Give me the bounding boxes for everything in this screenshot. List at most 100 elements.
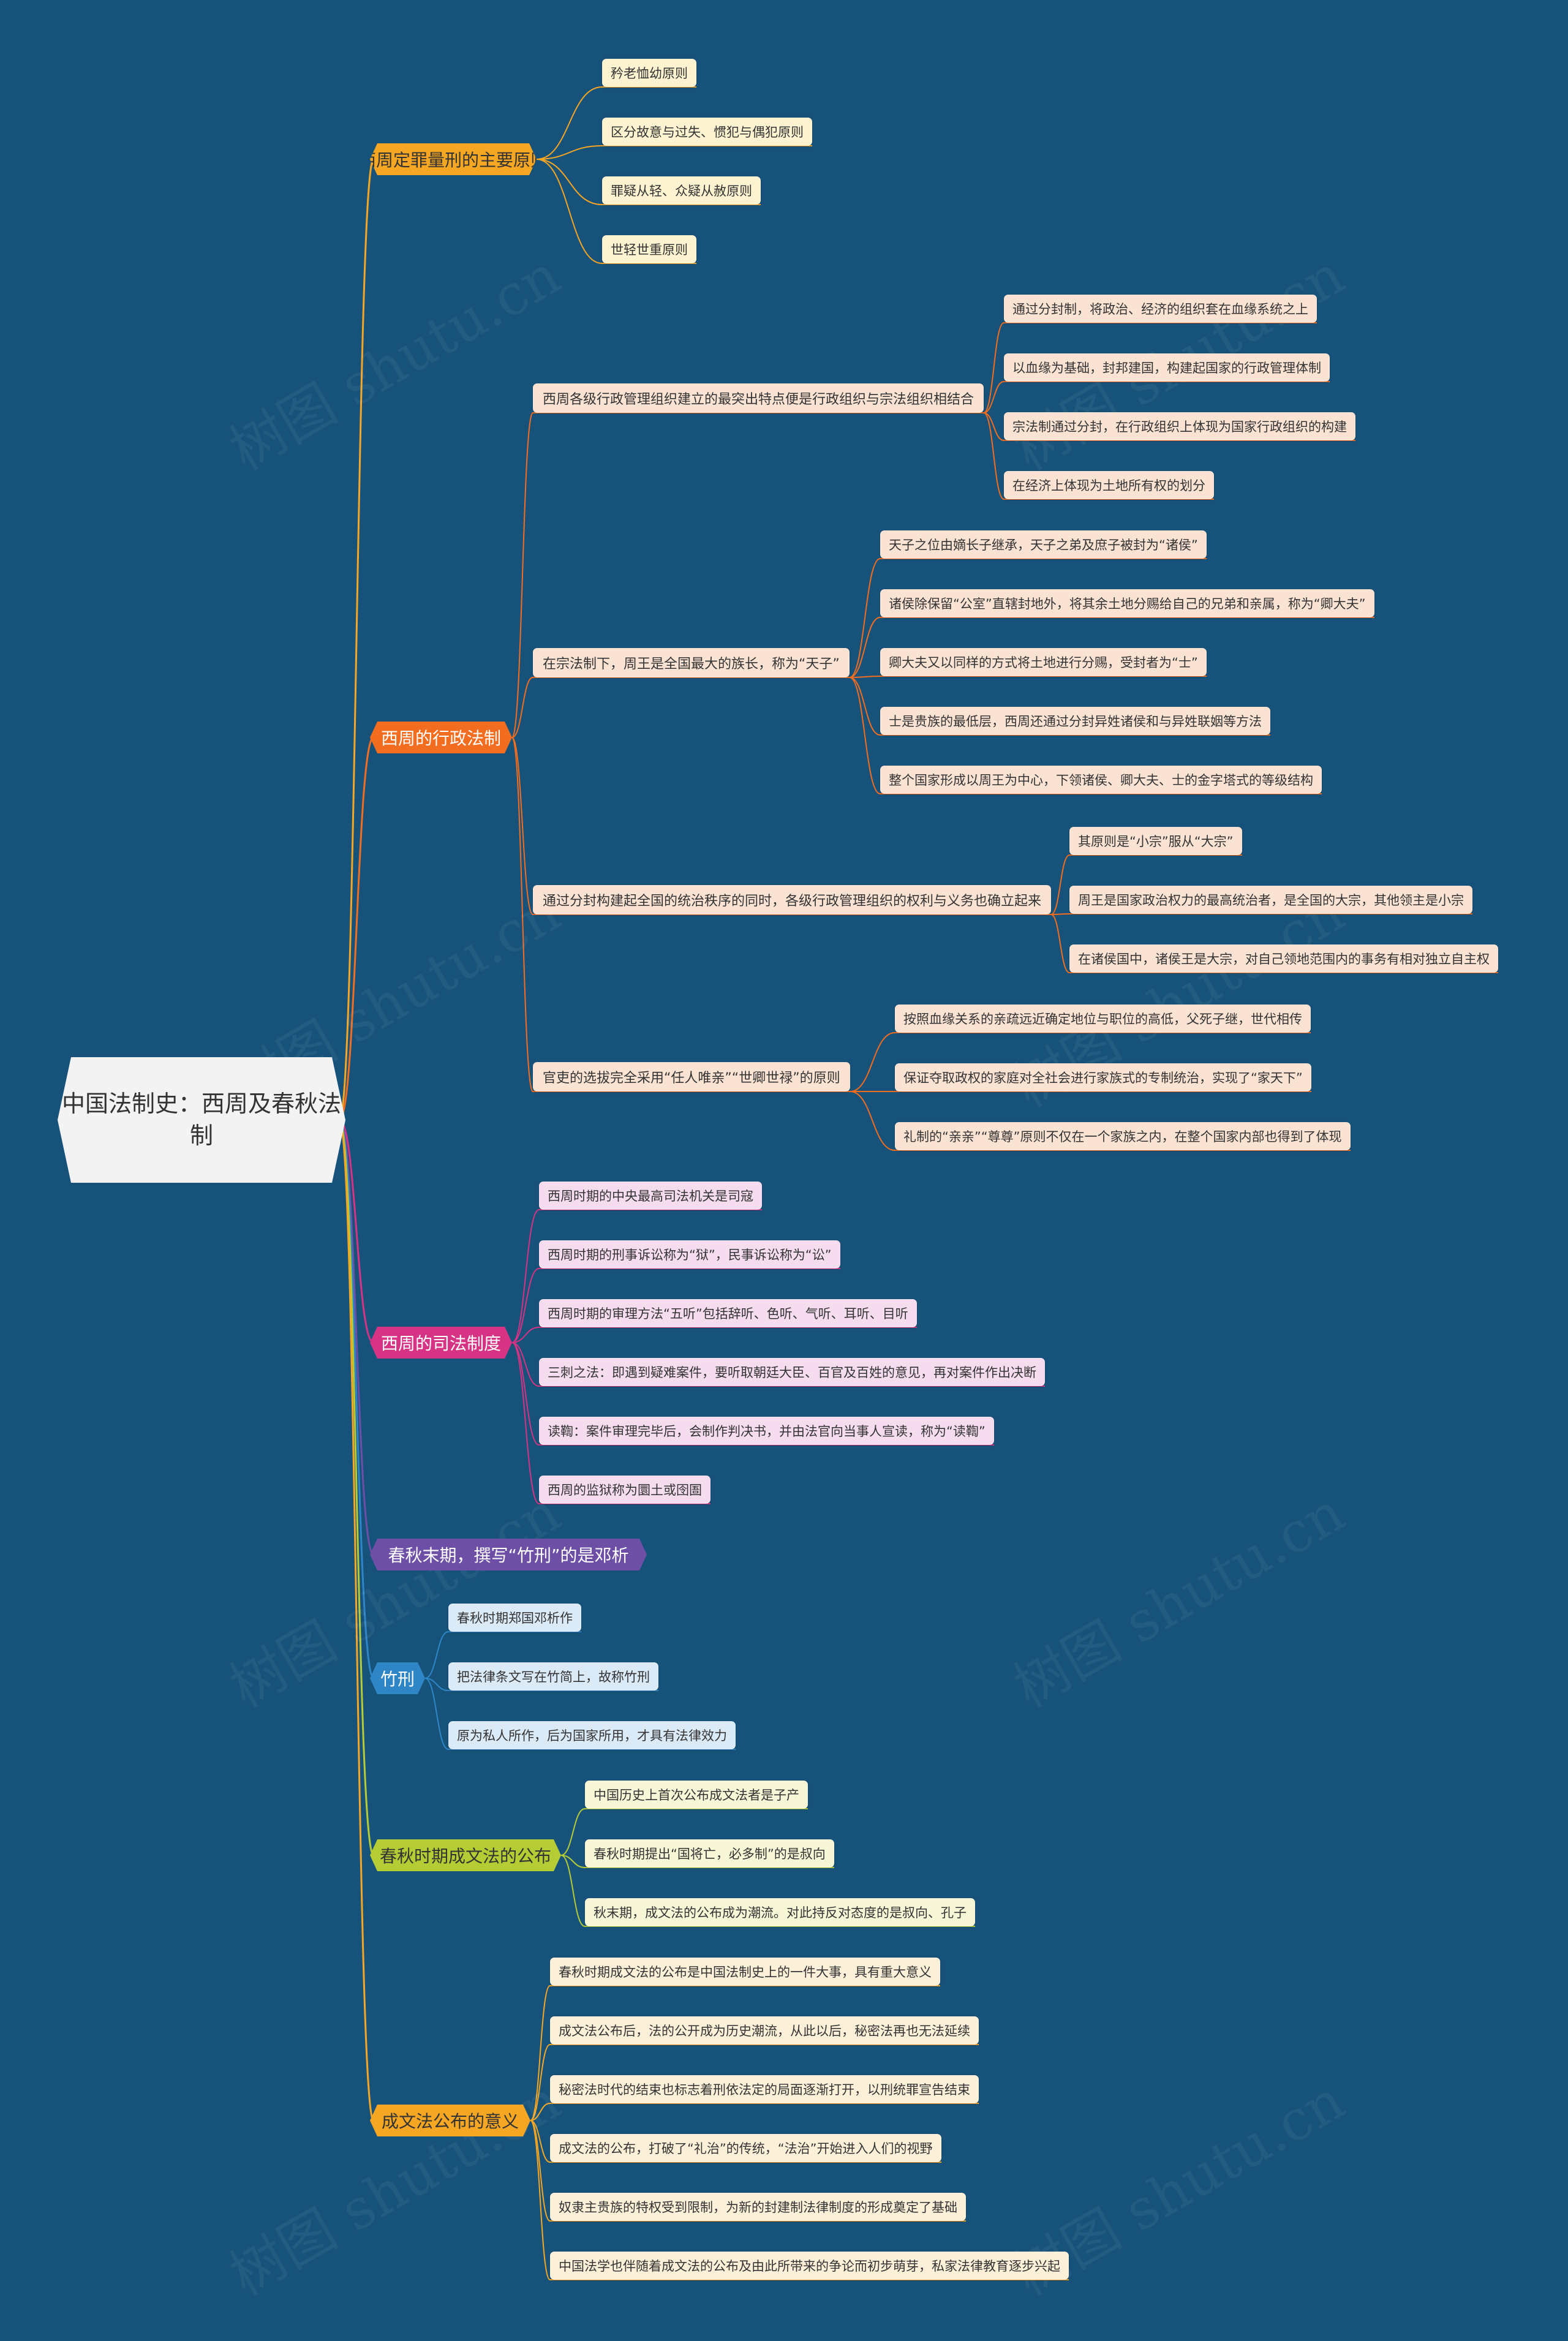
- connector: [530, 2120, 551, 2280]
- branch-judicial-system[interactable]: 西周的司法制度: [370, 1327, 512, 1359]
- leaf-label: 整个国家形成以周王为中心，下领诸侯、卿大夫、士的金字塔式的等级结构: [889, 773, 1313, 788]
- root-topic-label: 中国法制史：西周及春秋法制: [61, 1090, 341, 1149]
- connector: [983, 381, 1005, 413]
- leaf-node[interactable]: 三刺之法：即遇到疑难案件，要听取朝廷大臣、百官及百姓的意见，再对案件作出决断: [539, 1358, 1045, 1386]
- leaf-node[interactable]: 矜老恤幼原则: [602, 59, 696, 87]
- leaf-node[interactable]: 宗法制通过分封，在行政组织上体现为国家行政组织的构建: [1004, 412, 1355, 440]
- branch-sentencing-principles[interactable]: 西周定罪量刑的主要原则: [370, 143, 537, 175]
- sub-topic-node[interactable]: 西周各级行政管理组织建立的最突出特点便是行政组织与宗法组织相结合: [533, 383, 984, 413]
- leaf-node[interactable]: 礼制的“亲亲”“尊尊”原则不仅在一个家族之内，在整个国家内部也得到了体现: [895, 1122, 1351, 1150]
- leaf-node[interactable]: 读鞫：案件审理完毕后，会制作判决书，并由法官向当事人宣读，称为“读鞫”: [539, 1417, 994, 1445]
- connector: [849, 617, 881, 678]
- branch-bamboo-code-author[interactable]: 春秋末期，撰写“竹刑”的是邓析: [370, 1539, 647, 1570]
- connector: [511, 737, 533, 915]
- leaf-label: 士是贵族的最低层，西周还通过分封异姓诸侯和与异姓联姻等方法: [889, 714, 1262, 729]
- connector: [849, 558, 881, 678]
- leaf-node[interactable]: 卿大夫又以同样的方式将土地进行分赐，受封者为“士”: [880, 648, 1207, 676]
- leaf-label: 在经济上体现为土地所有权的划分: [1012, 478, 1205, 493]
- sub-topic-node[interactable]: 通过分封构建起全国的统治秩序的同时，各级行政管理组织的权利与义务也确立起来: [533, 885, 1052, 914]
- connector: [536, 86, 603, 160]
- branch-administrative-law[interactable]: 西周的行政法制: [370, 722, 512, 753]
- connector: [511, 1342, 540, 1387]
- leaf-node[interactable]: 中国历史上首次公布成文法者是子产: [585, 1781, 808, 1809]
- sub-topic-node[interactable]: 官吏的选拔完全采用“任人唯亲”“世卿世禄”的原则: [533, 1062, 850, 1091]
- branch-label: 西周的行政法制: [381, 728, 502, 748]
- leaf-node[interactable]: 秋末期，成文法的公布成为潮流。对此持反对态度的是叔向、孔子: [585, 1898, 975, 1926]
- leaf-label: 秋末期，成文法的公布成为潮流。对此持反对态度的是叔向、孔子: [594, 1906, 967, 1920]
- connector: [1050, 854, 1070, 915]
- leaf-node[interactable]: 按照血缘关系的亲疏远近确定地位与职位的高低，父死子继，世代相传: [895, 1005, 1311, 1033]
- leaf-node[interactable]: 成文法的公布，打破了“礼治”的传统，“法治”开始进入人们的视野: [550, 2134, 941, 2162]
- leaf-node[interactable]: 西周的监狱称为圜土或囹圄: [539, 1476, 710, 1504]
- sub-topic-label: 官吏的选拔完全采用“任人唯亲”“世卿世禄”的原则: [543, 1071, 840, 1086]
- connector: [338, 1119, 375, 2122]
- leaf-node[interactable]: 诸侯除保留“公室”直辖封地外，将其余土地分赐给自己的兄弟和亲属，称为“卿大夫”: [880, 589, 1374, 617]
- sub-topic-label: 西周各级行政管理组织建立的最突出特点便是行政组织与宗法组织相结合: [543, 392, 974, 407]
- leaf-label: 卿大夫又以同样的方式将土地进行分赐，受封者为“士”: [889, 655, 1198, 670]
- sub-topic-node[interactable]: 在宗法制下，周王是全国最大的族长，称为“天子”: [533, 648, 850, 677]
- leaf-node[interactable]: 通过分封制，将政治、经济的组织套在血缘系统之上: [1004, 295, 1317, 323]
- root-topic[interactable]: 中国法制史：西周及春秋法制: [58, 1057, 345, 1183]
- leaf-node[interactable]: 在诸侯国中，诸侯王是大宗，对自己领地范围内的事务有相对独立自主权: [1069, 944, 1498, 973]
- leaf-node[interactable]: 秘密法时代的结束也标志着刑依法定的局面逐渐打开，以刑统罪宣告结束: [550, 2075, 979, 2103]
- connector: [536, 159, 603, 205]
- leaf-node[interactable]: 原为私人所作，后为国家所用，才具有法律效力: [448, 1721, 736, 1749]
- branch-label: 竹刑: [380, 1669, 415, 1689]
- leaf-node[interactable]: 把法律条文写在竹简上，故称竹刑: [448, 1662, 658, 1691]
- connector: [424, 1631, 449, 1679]
- leaf-node[interactable]: 西周时期的刑事诉讼称为“狱”，民事诉讼称为“讼”: [539, 1240, 840, 1269]
- leaf-node[interactable]: 西周时期的审理方法“五听”包括辞听、色听、气听、耳听、目听: [539, 1299, 917, 1327]
- leaf-node[interactable]: 保证夺取政权的家庭对全社会进行家族式的专制统治，实现了“家天下”: [895, 1063, 1311, 1091]
- leaf-node[interactable]: 以血缘为基础，封邦建国，构建起国家的行政管理体制: [1004, 353, 1330, 382]
- leaf-node[interactable]: 其原则是“小宗”服从“大宗”: [1069, 827, 1242, 855]
- connector: [511, 1327, 540, 1343]
- branch-label: 春秋末期，撰写“竹刑”的是邓析: [388, 1545, 629, 1566]
- connector: [424, 1678, 449, 1691]
- leaf-label: 西周时期的中央最高司法机关是司寇: [548, 1189, 753, 1204]
- leaf-node[interactable]: 在经济上体现为土地所有权的划分: [1004, 471, 1214, 499]
- leaf-node[interactable]: 中国法学也伴随着成文法的公布及由此所带来的争论而初步萌芽，私家法律教育逐步兴起: [550, 2252, 1069, 2280]
- leaf-node[interactable]: 世轻世重原则: [602, 235, 696, 263]
- leaf-node[interactable]: 整个国家形成以周王为中心，下领诸侯、卿大夫、士的金字塔式的等级结构: [880, 766, 1322, 794]
- leaf-node[interactable]: 春秋时期郑国邓析作: [448, 1604, 581, 1632]
- leaf-node[interactable]: 春秋时期成文法的公布是中国法制史上的一件大事，具有重大意义: [550, 1958, 940, 1986]
- branch-label: 春秋时期成文法的公布: [380, 1846, 552, 1866]
- leaf-node[interactable]: 天子之位由嫡长子继承，天子之弟及庶子被封为“诸侯”: [880, 530, 1207, 559]
- connector: [530, 2103, 551, 2121]
- leaf-label: 奴隶主贵族的特权受到限制，为新的封建制法律制度的形成奠定了基础: [559, 2200, 957, 2215]
- leaf-node[interactable]: 周王是国家政治权力的最高统治者，是全国的大宗，其他领主是小宗: [1069, 886, 1472, 914]
- leaf-label: 春秋时期成文法的公布是中国法制史上的一件大事，具有重大意义: [559, 1965, 932, 1980]
- connector: [983, 412, 1005, 500]
- leaf-node[interactable]: 奴隶主贵族的特权受到限制，为新的封建制法律制度的形成奠定了基础: [550, 2193, 966, 2221]
- leaf-node[interactable]: 士是贵族的最低层，西周还通过分封异姓诸侯和与异姓联姻等方法: [880, 707, 1270, 735]
- leaf-node[interactable]: 罪疑从轻、众疑从赦原则: [602, 176, 761, 205]
- connector: [849, 677, 881, 736]
- connector: [511, 677, 533, 738]
- leaf-node[interactable]: 西周时期的中央最高司法机关是司寇: [539, 1182, 762, 1210]
- connector: [1050, 914, 1070, 973]
- branch-written-law-significance[interactable]: 成文法公布的意义: [370, 2105, 530, 2136]
- connector: [511, 1342, 540, 1504]
- leaf-label: 中国历史上首次公布成文法者是子产: [594, 1788, 799, 1803]
- connector: [850, 1091, 895, 1151]
- branch-written-law-promulgation[interactable]: 春秋时期成文法的公布: [370, 1839, 561, 1871]
- connector: [339, 1119, 374, 1344]
- leaf-label: 西周时期的审理方法“五听”包括辞听、色听、气听、耳听、目听: [548, 1306, 908, 1321]
- leaf-label: 礼制的“亲亲”“尊尊”原则不仅在一个家族之内，在整个国家内部也得到了体现: [903, 1129, 1342, 1144]
- leaf-label: 按照血缘关系的亲疏远近确定地位与职位的高低，父死子继，世代相传: [903, 1012, 1302, 1027]
- leaf-node[interactable]: 春秋时期提出“国将亡，必多制”的是叔向: [585, 1839, 834, 1868]
- connector: [536, 159, 603, 264]
- sub-topic-label: 通过分封构建起全国的统治秩序的同时，各级行政管理组织的权利与义务也确立起来: [543, 894, 1042, 909]
- leaf-label: 区分故意与过失、惯犯与偶犯原则: [611, 125, 804, 140]
- leaf-label: 春秋时期提出“国将亡，必多制”的是叔向: [594, 1847, 826, 1861]
- connector: [424, 1678, 449, 1750]
- branch-bamboo-code[interactable]: 竹刑: [370, 1662, 425, 1694]
- leaf-label: 以血缘为基础，封邦建国，构建起国家的行政管理体制: [1012, 361, 1321, 375]
- leaf-node[interactable]: 成文法公布后，法的公开成为历史潮流，从此以后，秘密法再也无法延续: [550, 2016, 979, 2045]
- connector: [536, 145, 603, 160]
- leaf-label: 春秋时期郑国邓析作: [457, 1611, 573, 1626]
- leaf-node[interactable]: 区分故意与过失、惯犯与偶犯原则: [602, 118, 812, 146]
- leaf-label: 西周时期的刑事诉讼称为“狱”，民事诉讼称为“讼”: [548, 1248, 832, 1262]
- leaf-label: 读鞫：案件审理完毕后，会制作判决书，并由法官向当事人宣读，称为“读鞫”: [548, 1424, 986, 1439]
